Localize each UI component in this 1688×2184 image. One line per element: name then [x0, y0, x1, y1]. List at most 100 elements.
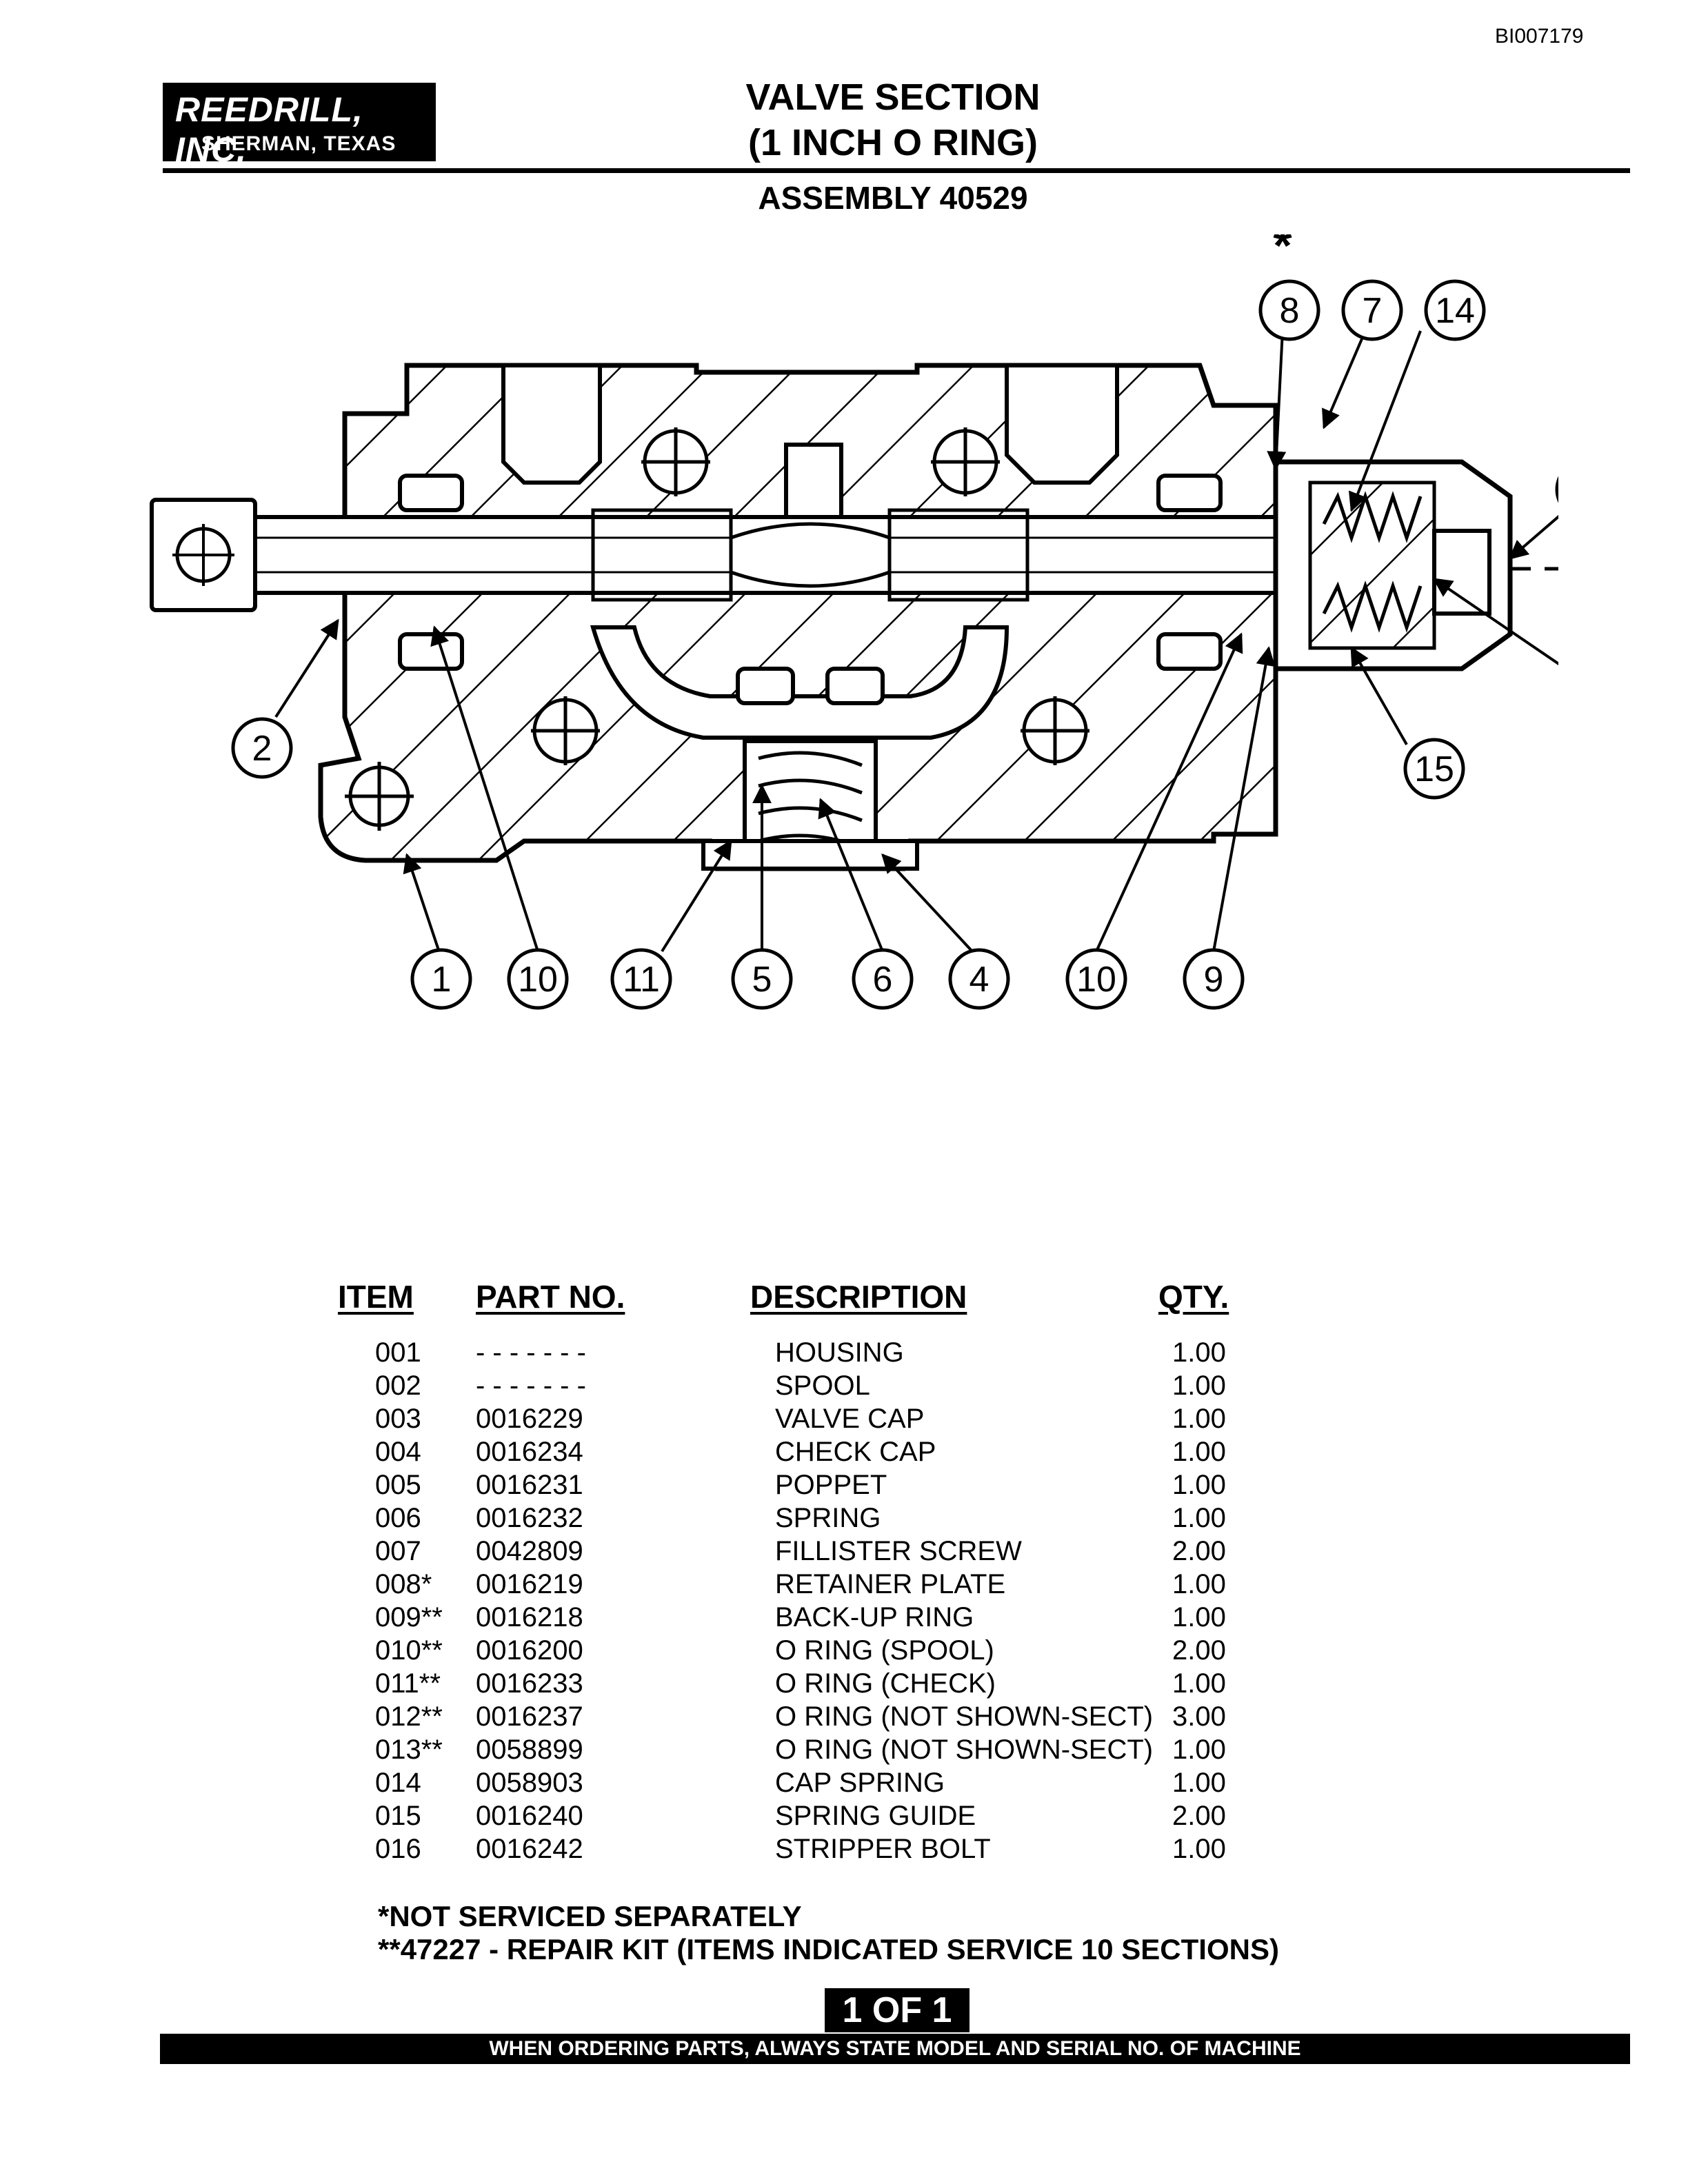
part-qty: 1.00	[1172, 1834, 1226, 1864]
callout-circle	[1183, 948, 1245, 1010]
part-qty: 2.00	[1172, 1536, 1226, 1566]
part-number: 0016229	[476, 1404, 583, 1434]
company-name: REEDRILL, INC.	[175, 90, 363, 169]
leader-lines	[274, 330, 1558, 959]
callout-label: 6	[873, 960, 893, 1000]
callout-circle	[1341, 279, 1403, 341]
part-number: 0016232	[476, 1503, 583, 1533]
callout-circle	[507, 948, 569, 1010]
item-number: 003	[375, 1404, 421, 1434]
part-number: 0016237	[476, 1701, 583, 1732]
item-number: 008*	[375, 1569, 432, 1599]
item-number: 009**	[375, 1602, 443, 1632]
part-description: SPOOL	[775, 1371, 870, 1401]
part-number: 0016233	[476, 1668, 583, 1699]
part-description: SPRING	[775, 1503, 881, 1533]
item-number: 013**	[375, 1735, 443, 1765]
asterisk-mark: *	[1273, 234, 1292, 272]
callout-circle	[610, 948, 672, 1010]
item-number: 006	[375, 1503, 421, 1533]
item-number: 007	[375, 1536, 421, 1566]
part-description: BACK-UP RING	[775, 1602, 974, 1632]
page-title-line2: (1 INCH O RING)	[747, 122, 1038, 163]
table-row: 010** 0016200 O RING (SPOOL) 2.00	[0, 1635, 1688, 1668]
table-row: 009** 0016218 BACK-UP RING 1.00	[0, 1602, 1688, 1635]
valve-section-diagram: * 8 7 14 3 16 15 2 1 10 11 5 6 4 10 9	[150, 234, 1558, 1010]
part-number: 0016218	[476, 1602, 583, 1632]
callout-circle	[1258, 279, 1320, 341]
item-number: 012**	[375, 1701, 443, 1732]
part-qty: 2.00	[1172, 1635, 1226, 1666]
item-number: 005	[375, 1470, 421, 1500]
callouts: 8 7 14 3 16 15 2 1 10 11 5 6 4 10 9	[231, 279, 1558, 1010]
col-header-part: PART NO.	[476, 1279, 625, 1315]
callout-label: 7	[1363, 291, 1383, 331]
callout-circle	[410, 948, 472, 1010]
callout-label: 15	[1414, 749, 1454, 789]
footer-banner: WHEN ORDERING PARTS, ALWAYS STATE MODEL …	[160, 2034, 1630, 2064]
part-qty: 1.00	[1172, 1668, 1226, 1699]
item-number: 015	[375, 1801, 421, 1831]
table-row: 003 0016229 VALVE CAP 1.00	[0, 1404, 1688, 1437]
part-qty: 1.00	[1172, 1602, 1226, 1632]
item-number: 002	[375, 1371, 421, 1401]
part-description: SPRING GUIDE	[775, 1801, 976, 1831]
callout-label: 10	[1076, 960, 1116, 1000]
col-header-description: DESCRIPTION	[750, 1279, 967, 1315]
part-description: CHECK CAP	[775, 1437, 936, 1467]
callout-label: 2	[252, 729, 272, 769]
spool	[150, 498, 1558, 612]
part-number: 0042809	[476, 1536, 583, 1566]
part-qty: 1.00	[1172, 1437, 1226, 1467]
item-number: 016	[375, 1834, 421, 1864]
note-repair-kit: **47227 - REPAIR KIT (ITEMS INDICATED SE…	[378, 1933, 1279, 1965]
part-description: O RING (NOT SHOWN-SECT)	[775, 1701, 1154, 1732]
col-header-item: ITEM	[338, 1279, 414, 1315]
table-row: 012** 0016237 O RING (NOT SHOWN-SECT) 3.00	[0, 1701, 1688, 1735]
part-number: 0016240	[476, 1801, 583, 1831]
part-qty: 2.00	[1172, 1801, 1226, 1831]
part-description: POPPET	[775, 1470, 887, 1500]
part-description: STRIPPER BOLT	[775, 1834, 991, 1864]
item-number: 010**	[375, 1635, 443, 1666]
part-qty: 1.00	[1172, 1404, 1226, 1434]
page-indicator: 1 OF 1	[825, 1988, 969, 2032]
part-number: 0016200	[476, 1635, 583, 1666]
part-description: O RING (SPOOL)	[775, 1635, 994, 1666]
part-number: 0016242	[476, 1834, 583, 1864]
company-location: SHERMAN, TEXAS	[201, 132, 396, 155]
callout-label: 8	[1280, 291, 1300, 331]
callout-circle	[231, 717, 293, 779]
callout-circle	[852, 948, 914, 1010]
document-id: BI007179	[1495, 25, 1584, 48]
note-not-serviced: *NOT SERVICED SEPARATELY	[378, 1900, 802, 1932]
callout-circle	[1065, 948, 1127, 1010]
callout-label: 10	[518, 960, 558, 1000]
part-description: FILLISTER SCREW	[775, 1536, 1022, 1566]
header-rule	[163, 168, 1630, 173]
bolt-holes	[345, 427, 1089, 831]
col-header-qty: QTY.	[1158, 1279, 1229, 1315]
callout-circle	[1555, 476, 1558, 503]
part-qty: 3.00	[1172, 1701, 1226, 1732]
check-valve	[701, 739, 919, 871]
part-description: VALVE CAP	[775, 1404, 925, 1434]
callout-label: 1	[432, 960, 452, 1000]
callout-label: 11	[623, 960, 660, 1000]
part-number: 0058903	[476, 1768, 583, 1798]
callout-circle	[731, 948, 793, 1010]
ports	[398, 363, 1223, 740]
item-number: 014	[375, 1768, 421, 1798]
part-number: 0016219	[476, 1569, 583, 1599]
part-description: RETAINER PLATE	[775, 1569, 1006, 1599]
callout-circle	[1403, 738, 1465, 800]
part-number: - - - - - - -	[476, 1371, 586, 1401]
item-number: 001	[375, 1337, 421, 1368]
item-number: 004	[375, 1437, 421, 1467]
